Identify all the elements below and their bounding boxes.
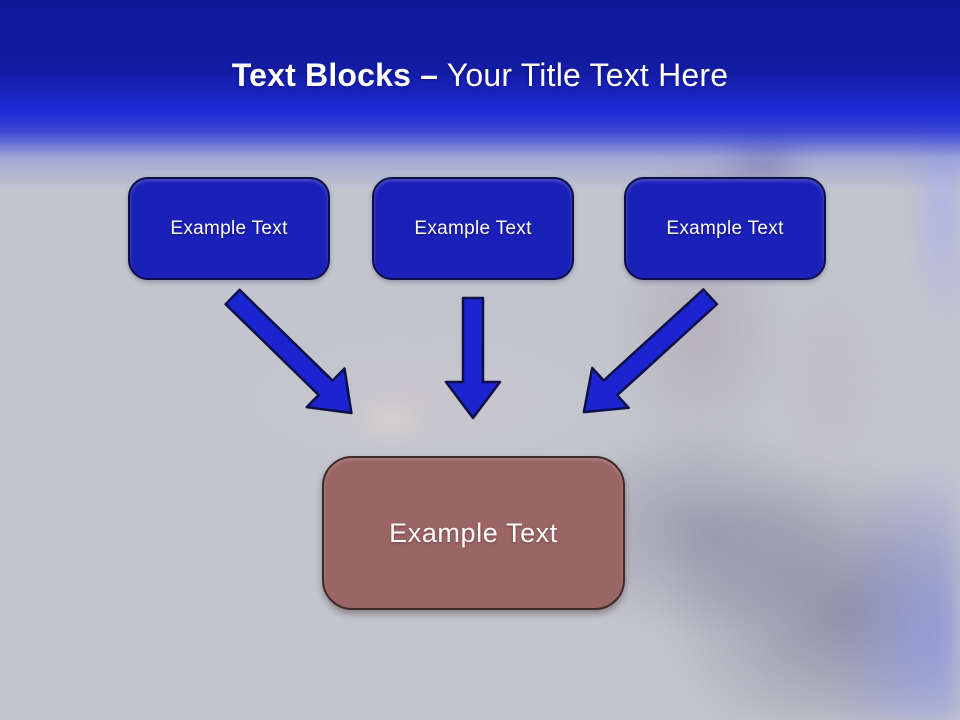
arrow-down-left-icon[interactable] <box>559 270 735 440</box>
title-bold-text: Text Blocks <box>231 57 412 93</box>
text-block-2-label: Example Text <box>414 217 532 239</box>
text-block-1[interactable]: Example Text <box>128 177 330 280</box>
title-bar: Text Blocks – Your Title Text Here <box>0 0 960 190</box>
title-regular-text: Your Title Text Here <box>446 57 729 93</box>
result-block[interactable]: Example Text <box>322 456 625 610</box>
result-block-label: Example Text <box>389 517 558 548</box>
arrow-down-right-icon[interactable] <box>207 271 378 440</box>
text-block-1-label: Example Text <box>170 217 288 239</box>
page-title: Text Blocks – Your Title Text Here <box>0 55 960 95</box>
arrow-down-icon[interactable] <box>438 296 508 420</box>
text-block-3[interactable]: Example Text <box>624 177 826 280</box>
text-block-2[interactable]: Example Text <box>372 177 574 280</box>
text-block-3-label: Example Text <box>666 217 784 239</box>
title-dash: – <box>420 57 439 93</box>
